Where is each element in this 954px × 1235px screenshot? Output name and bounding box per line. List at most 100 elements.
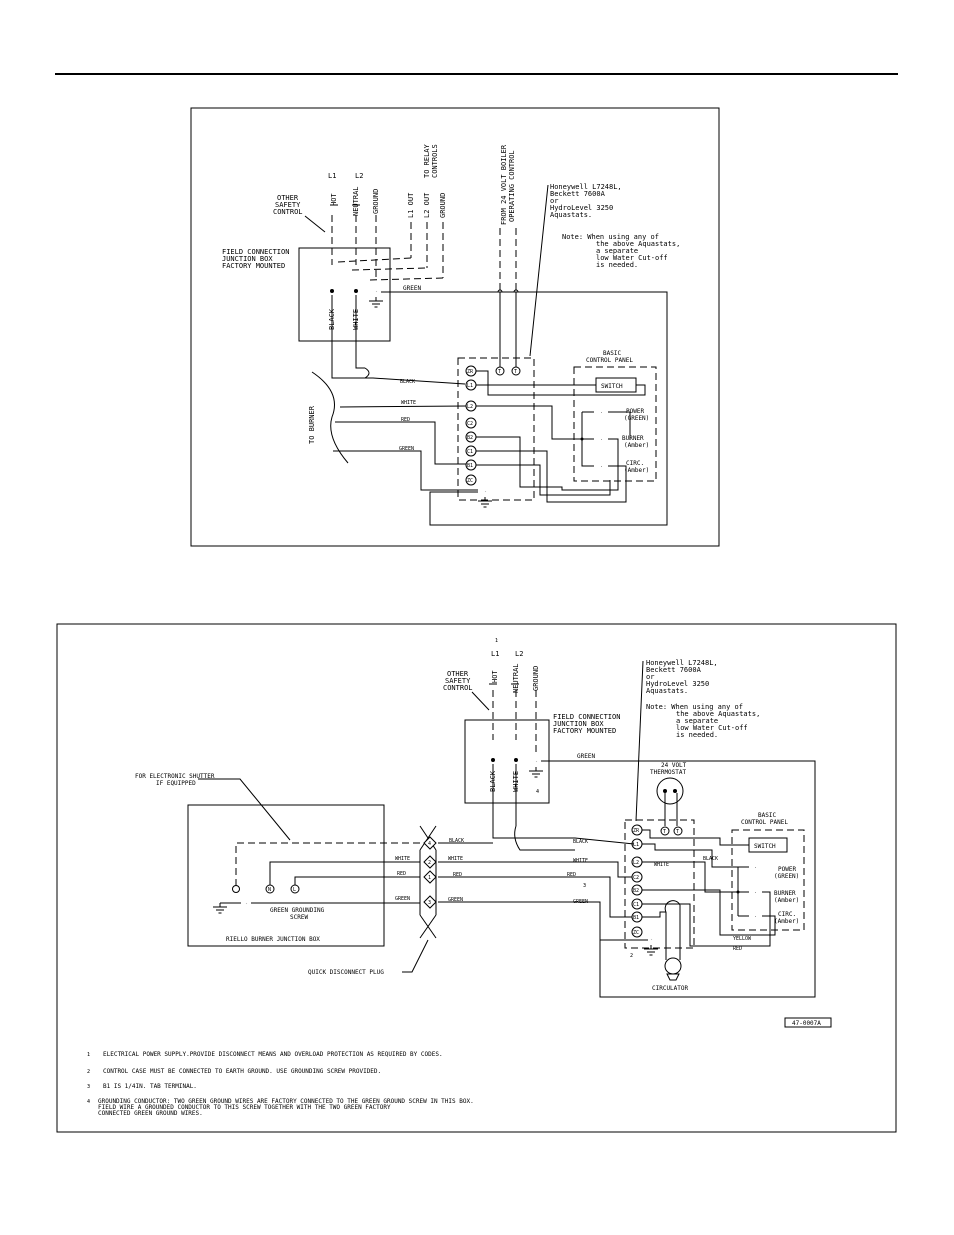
d2-lamp-power-1: POWER — [778, 866, 796, 873]
svg-text:2: 2 — [87, 1069, 90, 1075]
d2-neutral-label: NEUTRAL — [512, 663, 520, 693]
black-wire-label: BLACK — [400, 379, 415, 385]
panel-title-2: CONTROL PANEL — [586, 357, 633, 364]
svg-text:T: T — [676, 829, 679, 835]
d2-white-plug: WHITE — [448, 856, 463, 862]
drawing-number-box — [784, 1017, 832, 1028]
circulator-label: CIRCULATOR — [652, 985, 689, 992]
warn-top-num: 1 — [495, 638, 498, 644]
svg-text:ZC: ZC — [467, 478, 473, 484]
svg-text:C1: C1 — [633, 902, 639, 908]
d2-ground-label: GROUND — [532, 666, 540, 691]
d2-l1-label: L1 — [491, 650, 499, 658]
svg-text:4: 4 — [87, 1099, 90, 1105]
svg-text:T: T — [663, 829, 666, 835]
l1-out-label: L1 OUT — [407, 192, 415, 218]
d2-note-1: Note: When using any of — [646, 703, 743, 711]
svg-text:B1: B1 — [467, 463, 473, 469]
note-3: a separate — [596, 247, 638, 255]
d2-panel-title-1: BASIC — [758, 812, 776, 819]
aquastat-1: Honeywell L7248L, — [550, 183, 622, 191]
svg-text:3: 3 — [428, 900, 431, 906]
d2-aquastat-1: Honeywell L7248L, — [646, 659, 718, 667]
d2-note-5: is needed. — [676, 731, 718, 739]
ground-label: GROUND — [372, 189, 380, 214]
d2-jb-1: FIELD CONNECTION — [553, 713, 620, 721]
svg-text:1: 1 — [428, 875, 431, 881]
d2-black-plug: BLACK — [449, 838, 464, 844]
note-line-1: ELECTRICAL POWER SUPPLY.PROVIDE DISCONNE… — [103, 1051, 443, 1058]
lamp-power-1: POWER — [626, 408, 644, 415]
neutral-label: NEUTRAL — [352, 186, 360, 216]
svg-text:4: 4 — [428, 841, 431, 847]
d2-hot-label: HOT — [491, 670, 499, 683]
other-safety-3: CONTROL — [273, 208, 303, 216]
ground2-label: GROUND — [439, 193, 447, 218]
svg-text:1: 1 — [87, 1052, 90, 1058]
switch-label-1: SWITCH — [601, 383, 623, 390]
green-wire-label: GREEN — [399, 446, 414, 452]
shutter-1: FOR ELECTRONIC SHUTTER — [135, 773, 215, 780]
d2-aquastat-5: Aquastats. — [646, 687, 688, 695]
other-safety-2: SAFETY — [275, 201, 301, 209]
d2-jb-3: FACTORY MOUNTED — [553, 727, 616, 735]
thermostat-icon — [656, 777, 684, 805]
d2-lamp-circ-1: CIRC. — [778, 911, 796, 918]
terminal-strip-2 — [624, 819, 695, 949]
aquastat-4: HydroLevel 3250 — [550, 204, 613, 212]
d2-aquastat-3: or — [646, 673, 654, 681]
relay-label-1: TO RELAY — [423, 143, 431, 178]
aquastat-3: or — [550, 197, 558, 205]
red-wire-label: RED — [401, 417, 410, 423]
svg-text:ZR: ZR — [467, 369, 474, 375]
other-safety-1: OTHER — [277, 194, 299, 202]
circulator-icon — [664, 957, 682, 975]
note-4: low Water Cut-off — [596, 254, 668, 262]
lamp-power-2: (GREEN) — [624, 415, 649, 422]
terminals-1: ZR L1 L2 C2 B2 C1 B1 ZC T T — [465, 365, 521, 486]
jb-label-1: FIELD CONNECTION — [222, 248, 289, 256]
d2-red-mid: RED — [567, 872, 576, 878]
green-screw-1: GREEN GROUNDING — [270, 907, 325, 914]
svg-text:C1: C1 — [467, 449, 473, 455]
white-wire-label: WHITE — [401, 400, 416, 406]
d2-green-plug: GREEN — [448, 897, 463, 903]
svg-text:T: T — [514, 369, 517, 375]
lamp-circ-2: (Amber) — [624, 467, 649, 474]
shutter-2: IF EQUIPPED — [156, 780, 196, 787]
green-screw-2: SCREW — [290, 914, 308, 921]
control-panel-2 — [731, 829, 805, 931]
svg-text:L1: L1 — [467, 383, 473, 389]
lamp-burner-1: BURNER — [622, 435, 644, 442]
d2-red-right: RED — [733, 946, 742, 952]
terminal-strip — [457, 357, 535, 501]
d2-red-left: RED — [397, 871, 406, 877]
to-burner: TO BURNER — [308, 405, 316, 444]
note-line-6: CONNECTED GREEN GROUND WIRES. — [98, 1110, 203, 1117]
d2-note-2: the above Aquastats, — [676, 710, 760, 718]
note-5: is needed. — [596, 261, 638, 269]
notes: 1 ELECTRICAL POWER SUPPLY.PROVIDE DISCON… — [87, 1051, 474, 1117]
l2-label: L2 — [355, 172, 363, 180]
d2-yellow-label: YELLOW — [733, 936, 752, 942]
d2-panel-title-2: CONTROL PANEL — [741, 819, 788, 826]
d2-green-top: GREEN — [577, 753, 595, 760]
svg-text:C2: C2 — [633, 875, 639, 881]
svg-text:B2: B2 — [633, 888, 639, 894]
d2-note-3: a separate — [676, 717, 718, 725]
lamp-circ-1: CIRC. — [626, 460, 644, 467]
svg-text:L: L — [293, 887, 296, 893]
warn-jb-num: 4 — [536, 789, 539, 795]
svg-text:3: 3 — [87, 1084, 90, 1090]
note-1: Note: When using any of — [562, 233, 659, 241]
green-top-label: GREEN — [403, 285, 421, 292]
d2-lamp-burner-2: (Amber) — [774, 897, 799, 904]
d2-lamp-circ-2: (Amber) — [774, 918, 799, 925]
warn-b1-num: 3 — [583, 883, 586, 889]
note-line-4: GROUNDING CONDUCTOR: TWO GREEN GROUND WI… — [98, 1098, 474, 1105]
warn-ground-num: 2 — [630, 953, 633, 959]
diagram-2-frame — [56, 623, 897, 1133]
note-line-3: B1 IS 1/4IN. TAB TERMINAL. — [103, 1083, 197, 1090]
switch-label-2: SWITCH — [754, 843, 776, 850]
d2-note-4: low Water Cut-off — [676, 724, 748, 732]
